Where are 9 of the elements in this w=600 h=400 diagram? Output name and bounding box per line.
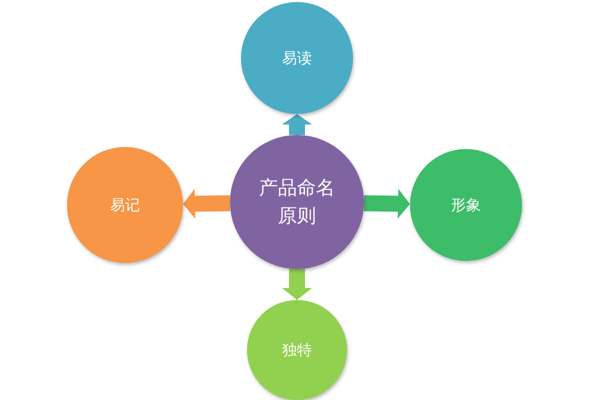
block-arrow [282,114,312,135]
circle-node: 独特 [247,300,347,400]
circle-node: 易读 [241,2,353,114]
block-arrow [183,188,230,219]
circle-node: 易记 [67,147,183,263]
circle-node: 形象 [410,149,522,261]
block-arrow [364,188,410,219]
circle-node: 产品命名原则 [230,135,364,269]
block-arrow [282,269,312,300]
